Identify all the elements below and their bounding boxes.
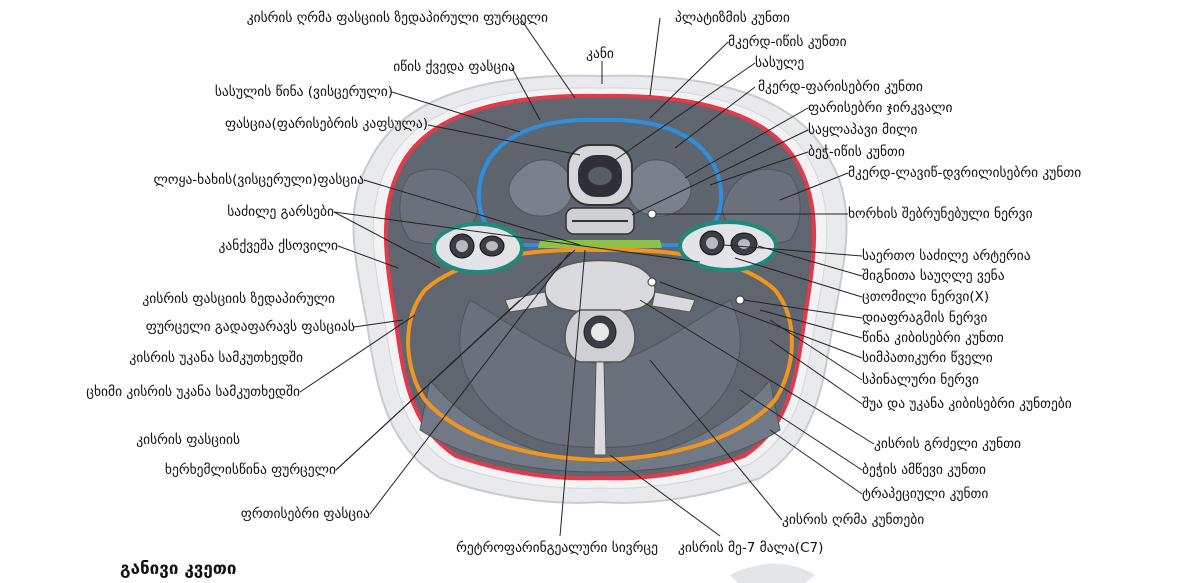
label-subcutaneous-tissue: კანქვეშა ქსოვილი <box>219 238 338 254</box>
label-fat-posterior-triangle: ცხიმი კისრის უკანა სამკუთხედში <box>86 383 300 400</box>
trachea <box>568 145 632 205</box>
label-skin: კანი <box>586 46 614 62</box>
esophagus <box>566 208 634 234</box>
label-longus-colli: კისრის გრძელი კუნთი <box>874 435 1021 452</box>
label-sternothyroid: მკერდ-ფარისებრი კუნთი <box>758 78 923 95</box>
label-vagus-nerve: ცთომილი ნერვი(X) <box>862 288 989 305</box>
label-c7-vertebra: კისრის მე-7 მალა(C7) <box>678 539 823 556</box>
label-sympathetic-trunk: სიმპათიკური წველი <box>862 349 993 366</box>
label-spinal-nerve: სპინალური ნერვი <box>862 371 979 388</box>
label-platysma: პლატიზმის კუნთი <box>675 10 790 26</box>
label-recurrent-laryngeal-nerve: ხორხის შებრუნებული ნერვი <box>848 205 1033 222</box>
label-deep-fascia-superficial-layer: კისრის ღრმა ფასციის ზედაპირული ფურცელი <box>247 9 548 26</box>
label-fascia-thyroid-capsule: ფასცია(ფარისებრის კაფსულა) <box>225 115 428 132</box>
label-retropharyngeal-space: რეტროფარინგეალური სივრცე <box>456 539 658 556</box>
label-esophagus: საყლაპავი მილი <box>808 122 917 138</box>
diagram-caption: განივი კვეთი <box>120 559 236 579</box>
label-internal-jugular-vein: შიგნითა საუღლე ვენა <box>862 268 1005 284</box>
label-infrahyoid-fascia: იწის ქვედა ფასცია <box>393 59 515 75</box>
label-thyroid-gland: ფარისებრი ჯირკვალი <box>808 99 953 116</box>
label-prevertebral-layer-1: კისრის ფასციის <box>136 431 240 448</box>
label-prevertebral-layer-2: ხერხემლისწინა ფურცელი <box>165 461 336 478</box>
label-sternocleidomastoid: მკერდ-ლავიწ-დვრილისებრი კუნთი <box>848 164 1081 181</box>
carotid-sheath-right <box>680 222 776 270</box>
label-carotid-sheath: საძილე გარსები <box>227 203 334 220</box>
label-superficial-layer-covering-1: კისრის ფასციის ზედაპირული <box>142 290 335 307</box>
label-deep-neck-muscles: კისრის ღრმა კუნთები <box>782 511 924 528</box>
label-anterior-scalene: წინა კიბისებრი კუნთი <box>862 329 1004 346</box>
recurrent-laryngeal-nerve-marker <box>648 210 656 218</box>
buccopharyngeal-fascia-layer <box>538 240 662 248</box>
sympathetic-trunk-marker <box>648 278 656 286</box>
label-superficial-layer-covering-2: ფურცელი გადაფარავს ფასციას <box>146 318 355 335</box>
label-common-carotid-artery: საერთო საძილე არტერია <box>862 247 1031 264</box>
label-alar-fascia: ფრთისებრი ფასცია <box>241 505 370 522</box>
label-middle-posterior-scalenes: შუა და უკანა კიბისებრი კუნთები <box>862 395 1072 412</box>
label-trachea: სასულე <box>755 55 804 71</box>
white-square-marker <box>732 489 742 499</box>
label-posterior-triangle: კისრის უკანა სამკუთხედში <box>129 349 303 366</box>
decorative-smudge <box>730 564 815 583</box>
phrenic-nerve-marker <box>736 296 744 304</box>
label-omohyoid: ბეჭ-იწის კუნთი <box>808 144 905 160</box>
label-phrenic-nerve: დიაფრაგმის ნერვი <box>862 309 987 326</box>
label-buccopharyngeal-fascia: ლოყა-ხახის(ვისცერული)ფასცია <box>153 171 364 188</box>
label-trapezius: ტრაპეციული კუნთი <box>862 485 988 502</box>
label-levator-scapulae: ბეჭის ამწევი კუნთი <box>862 462 986 478</box>
label-sternohyoid: მკერდ-იწის კუნთი <box>728 33 847 50</box>
label-pretracheal-visceral-fascia: სასულის წინა (ვისცერული) <box>215 83 393 100</box>
